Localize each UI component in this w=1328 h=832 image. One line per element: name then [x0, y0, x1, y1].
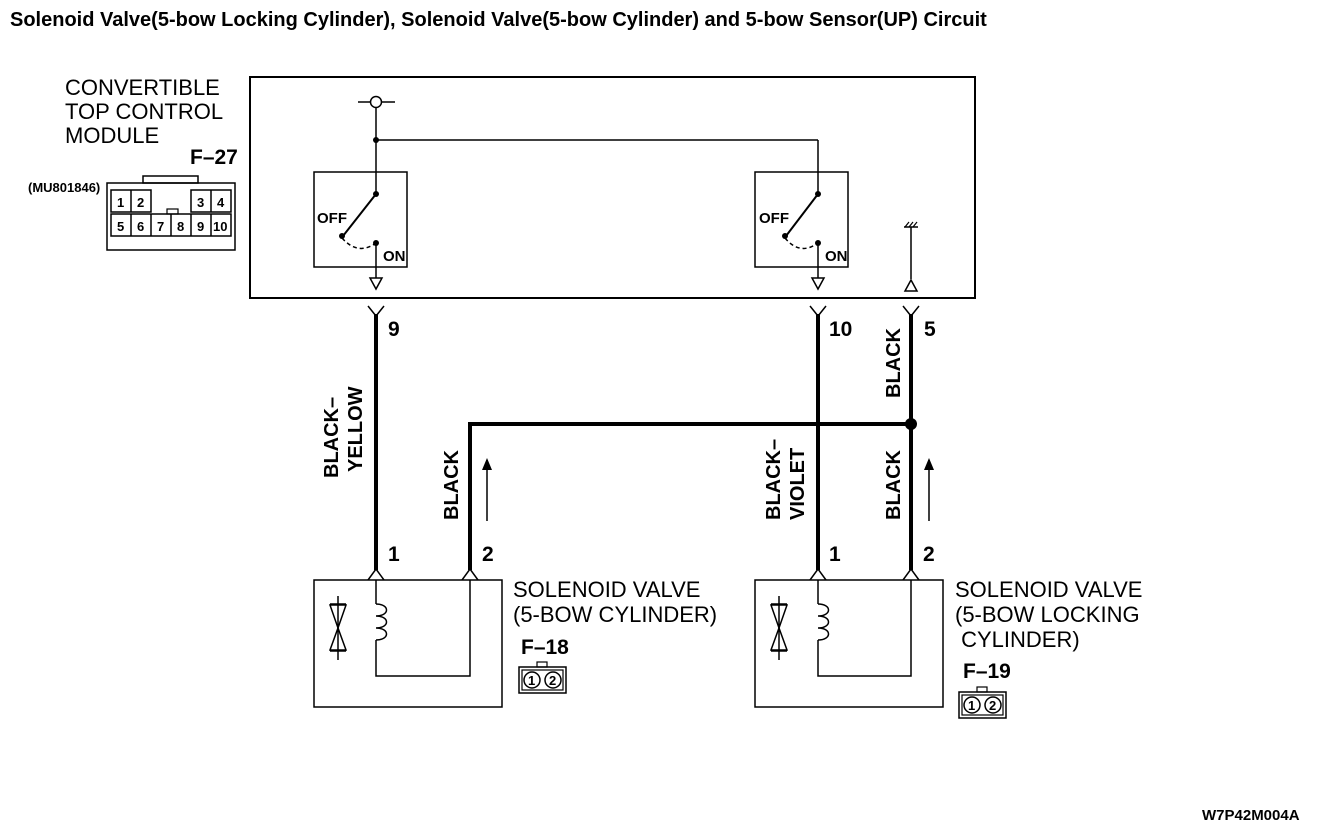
diagram-title: Solenoid Valve(5-bow Locking Cylinder), … — [10, 9, 987, 31]
coil-icon — [375, 603, 388, 641]
module-box — [249, 76, 976, 299]
valve-right-connector-pin1: 1 — [968, 698, 975, 713]
power-supply-symbol — [358, 95, 819, 193]
valve-right-pin2-label: 2 — [923, 543, 935, 566]
module-pin-6: 6 — [137, 219, 144, 234]
valve-left-connector-pin1: 1 — [528, 673, 535, 688]
valve-right-name-line2: (5-BOW LOCKING — [955, 602, 1140, 627]
figure-code: W7P42M004A — [1202, 807, 1300, 824]
module-connector-face: 1 2 3 4 5 6 7 8 9 10 — [106, 175, 236, 251]
module-name-line2: TOP CONTROL — [65, 99, 223, 124]
valve-icon — [769, 596, 789, 660]
valve-right-name-line3: CYLINDER) — [955, 627, 1080, 652]
wire-label-black-left: BLACK — [441, 449, 463, 520]
valve-right-connector-pin2: 2 — [989, 698, 996, 713]
module-pin-label-5: 5 — [924, 318, 936, 341]
switch-right-off-label: OFF — [759, 210, 789, 227]
module-pin-8: 8 — [177, 219, 184, 234]
coil-icon — [817, 603, 830, 641]
valve-icon — [328, 596, 348, 660]
valve-left-name-line1: SOLENOID VALVE — [513, 577, 700, 602]
solenoid-valve-left — [313, 579, 503, 708]
valve-right-connector-face: 1 2 — [958, 686, 1007, 719]
module-pin-label-9: 9 — [388, 318, 400, 341]
current-flow-arrows — [482, 458, 934, 521]
module-part-number: (MU801846) — [28, 180, 100, 195]
module-pin-7: 7 — [157, 219, 164, 234]
wire-label-black-right-lower: BLACK — [883, 449, 905, 520]
switch-left-off-label: OFF — [317, 210, 347, 227]
valve-right-connector-id: F–19 — [963, 660, 1011, 683]
wire-label-black-yellow-2: YELLOW — [345, 386, 367, 472]
module-terminals — [367, 305, 920, 318]
module-pin-4: 4 — [217, 195, 225, 210]
harness-wires — [374, 314, 917, 570]
module-pin-2: 2 — [137, 195, 144, 210]
solenoid-valve-right — [754, 579, 944, 708]
sensor-input-symbol — [903, 221, 919, 292]
splice-point — [905, 418, 917, 430]
valve-left-connector-id: F–18 — [521, 636, 569, 659]
module-pin-9: 9 — [197, 219, 204, 234]
switch-right: OFF ON — [754, 171, 849, 291]
wire-label-black-violet-1: BLACK– — [763, 439, 785, 520]
valve-left-connector-face: 1 2 — [518, 661, 567, 694]
valve-right-name-line1: SOLENOID VALVE — [955, 577, 1142, 602]
module-pin-1: 1 — [117, 195, 124, 210]
module-pin-5: 5 — [117, 219, 124, 234]
wire-label-black-right-upper: BLACK — [883, 327, 905, 398]
switch-left-on-label: ON — [383, 248, 406, 265]
valve-right-pin1-label: 1 — [829, 543, 841, 566]
valve-left-pin2-label: 2 — [482, 543, 494, 566]
module-name-line1: CONVERTIBLE — [65, 75, 220, 100]
module-pin-3: 3 — [197, 195, 204, 210]
valve-terminals — [367, 567, 920, 581]
valve-left-name-line2: (5-BOW CYLINDER) — [513, 602, 717, 627]
wire-label-black-yellow-1: BLACK– — [321, 397, 343, 478]
switch-right-on-label: ON — [825, 248, 848, 265]
module-pin-label-10: 10 — [829, 318, 852, 341]
valve-left-connector-pin2: 2 — [549, 673, 556, 688]
module-connector-id: F–27 — [190, 146, 238, 169]
wire-label-black-violet-2: VIOLET — [787, 448, 809, 520]
switch-left: OFF ON — [313, 171, 408, 291]
module-pin-10: 10 — [213, 219, 227, 234]
module-name-line3: MODULE — [65, 123, 159, 148]
valve-left-pin1-label: 1 — [388, 543, 400, 566]
